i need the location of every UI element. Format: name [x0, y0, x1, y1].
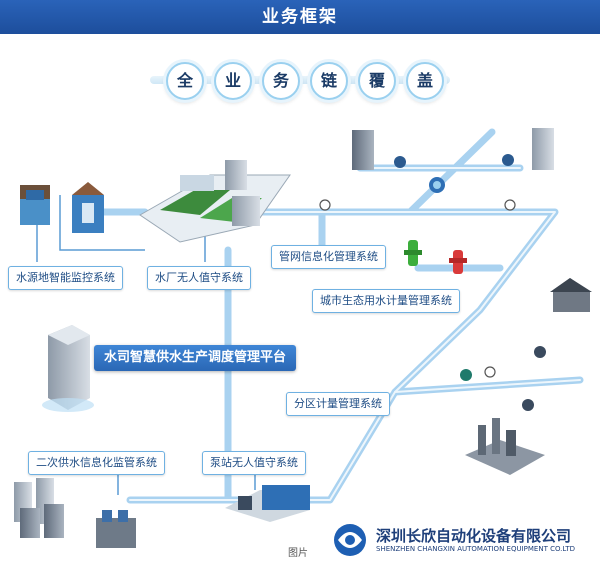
- label-district-metering: 分区计量管理系统: [286, 392, 390, 416]
- platform-building-icon: [42, 325, 94, 412]
- water-source-icon: [20, 182, 104, 233]
- label-water-plant: 水厂无人值守系统: [147, 266, 251, 290]
- label-platform: 水司智慧供水生产调度管理平台: [94, 345, 297, 371]
- office-building-icon: [352, 128, 554, 170]
- coverage-char-6: 盖: [406, 62, 444, 100]
- page-title: 业务框架: [0, 0, 600, 34]
- coverage-char-3: 务: [262, 62, 300, 100]
- pressure-gauge-icon: [319, 199, 516, 378]
- label-secondary-supply: 二次供水信息化监管系统: [28, 451, 165, 475]
- coverage-char-4: 链: [310, 62, 348, 100]
- water-plant-icon: [139, 160, 291, 243]
- label-water-source: 水源地智能监控系统: [8, 266, 123, 290]
- residential-buildings-icon: [14, 478, 64, 538]
- coverage-bar: [150, 76, 450, 84]
- company-name-cn: 深圳长欣自动化设备有限公司: [376, 527, 572, 545]
- house-icon: [550, 278, 592, 312]
- pump-station-icon: [225, 485, 310, 522]
- coverage-char-1: 全: [166, 62, 204, 100]
- booster-pump-icon: [96, 510, 136, 548]
- image-caption: 图片: [288, 548, 308, 559]
- label-city-metering: 城市生态用水计量管理系统: [312, 289, 460, 313]
- valve-icon: [460, 346, 546, 411]
- flow-meter-icon: [429, 177, 445, 193]
- label-pump-station: 泵站无人值守系统: [202, 451, 306, 475]
- label-pipe-network: 管网信息化管理系统: [271, 245, 386, 269]
- company-logo-icon: [334, 524, 366, 556]
- company-name-en: SHENZHEN CHANGXIN AUTOMATION EQUIPMENT C…: [376, 545, 576, 553]
- coverage-char-2: 业: [214, 62, 252, 100]
- factory-icon: [465, 418, 545, 475]
- coverage-char-5: 覆: [358, 62, 396, 100]
- hydrant-icon: [404, 240, 467, 274]
